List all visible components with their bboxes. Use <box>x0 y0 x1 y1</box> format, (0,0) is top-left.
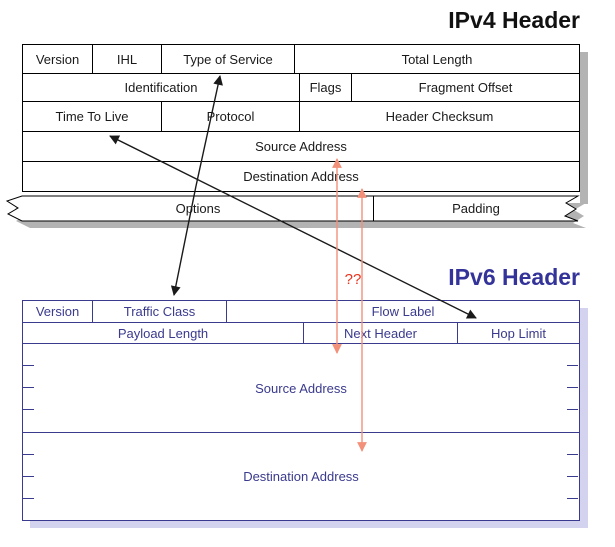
ipv6-row-1: Version Traffic Class Flow Label <box>23 301 579 323</box>
ipv4-row-2: Identification Flags Fragment Offset <box>23 74 579 102</box>
ipv6-field-hop-limit: Hop Limit <box>491 325 546 341</box>
ipv4-shadow <box>580 52 588 204</box>
ipv4-field-type-of-service: Type of Service <box>162 45 295 73</box>
ipv6-field-payload-length: Payload Length <box>23 323 304 343</box>
ipv4-row-3: Time To Live Protocol Header Checksum <box>23 102 579 132</box>
ipv6-table: Version Traffic Class Flow Label Payload… <box>22 300 580 521</box>
ipv4-field-destination-address: Destination Address <box>243 169 359 184</box>
ipv4-table: Version IHL Type of Service Total Length… <box>22 44 580 192</box>
ipv6-field-flow-label: Flow Label <box>371 304 435 319</box>
ipv6-row-destination: Destination Address <box>23 433 579 520</box>
ipv6-row-source: Source Address <box>23 344 579 433</box>
ipv6-field-traffic-class: Traffic Class <box>93 301 227 322</box>
ipv6-row-2: Payload Length Next Header Hop Limit <box>23 323 579 344</box>
ipv4-field-padding: Padding <box>452 201 500 216</box>
ipv4-field-source-address: Source Address <box>255 139 347 154</box>
ipv4-field-fragment-offset: Fragment Offset <box>418 80 513 95</box>
ipv4-field-protocol: Protocol <box>162 102 300 131</box>
ipv4-field-identification: Identification <box>23 74 300 101</box>
ipv4-title: IPv4 Header <box>448 7 580 33</box>
ipv4-field-flags: Flags <box>300 74 352 101</box>
question-marks-label: ?? <box>344 271 362 288</box>
ipv4-field-header-checksum: Header Checksum <box>385 109 494 124</box>
ipv4-row-1: Version IHL Type of Service Total Length <box>23 45 579 74</box>
ipv6-field-next-header: Next Header <box>304 323 458 343</box>
ipv4-field-ihl: IHL <box>93 45 162 73</box>
ipv4-field-total-length: Total Length <box>401 51 473 67</box>
ipv4-row-5: Destination Address <box>23 162 579 191</box>
ipv6-title: IPv6 Header <box>448 264 580 290</box>
ipv4-field-options: Options <box>175 201 221 216</box>
ipv6-field-version: Version <box>23 301 93 322</box>
ipv4-field-version: Version <box>23 45 93 73</box>
ipv4-row-4: Source Address <box>23 132 579 162</box>
ipv6-field-source-address: Source Address <box>255 380 347 396</box>
ipv4-field-time-to-live: Time To Live <box>23 102 162 131</box>
ipv6-field-destination-address: Destination Address <box>243 469 359 484</box>
